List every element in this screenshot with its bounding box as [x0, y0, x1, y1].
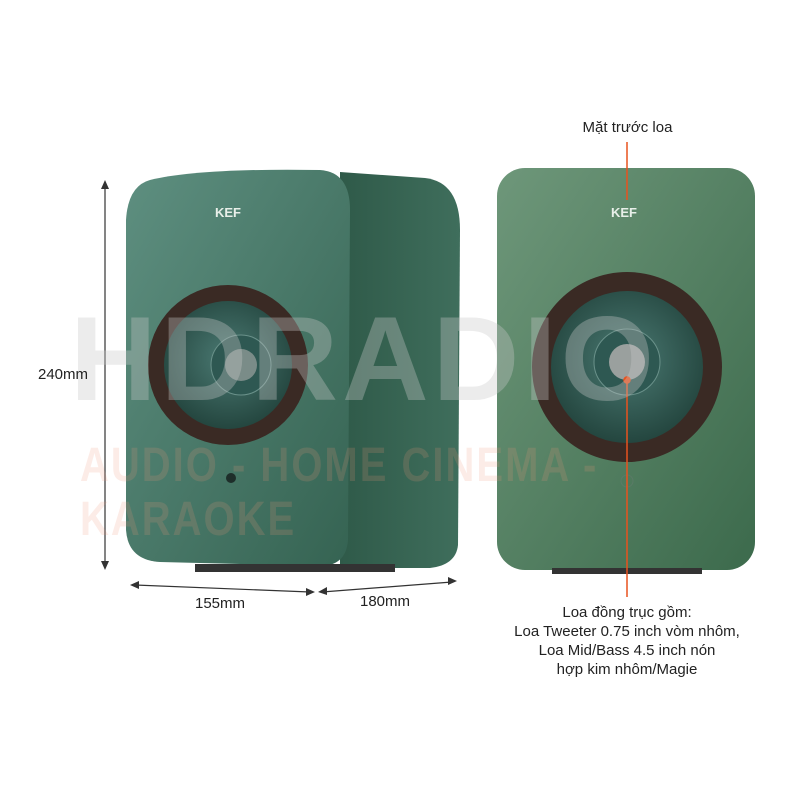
watermark-sub: AUDIO - HOME CINEMA - KARAOKE — [80, 439, 599, 546]
callout-lines — [623, 142, 631, 597]
driver-description: Loa đồng trục gồm: Loa Tweeter 0.75 inch… — [477, 603, 777, 679]
driver-line: hợp kim nhôm/Magie — [556, 661, 698, 678]
height-label: 240mm — [38, 366, 89, 383]
dimension-lines — [101, 180, 457, 596]
speaker-front-view — [497, 168, 755, 574]
front-label: Mặt trước loa — [582, 119, 673, 136]
kef-logo-right: KEF — [611, 205, 637, 220]
speaker-angled-view — [126, 169, 460, 572]
depth-label: 180mm — [360, 593, 411, 610]
driver-line: Loa Mid/Bass 4.5 inch nón — [538, 642, 716, 659]
width-label: 155mm — [195, 595, 246, 612]
kef-logo-left: KEF — [215, 205, 241, 220]
driver-line: Loa Tweeter 0.75 inch vòm nhôm, — [514, 623, 740, 640]
driver-line: Loa đồng trục gồm: — [562, 604, 692, 621]
watermark-main: HDRADIO — [70, 292, 658, 426]
